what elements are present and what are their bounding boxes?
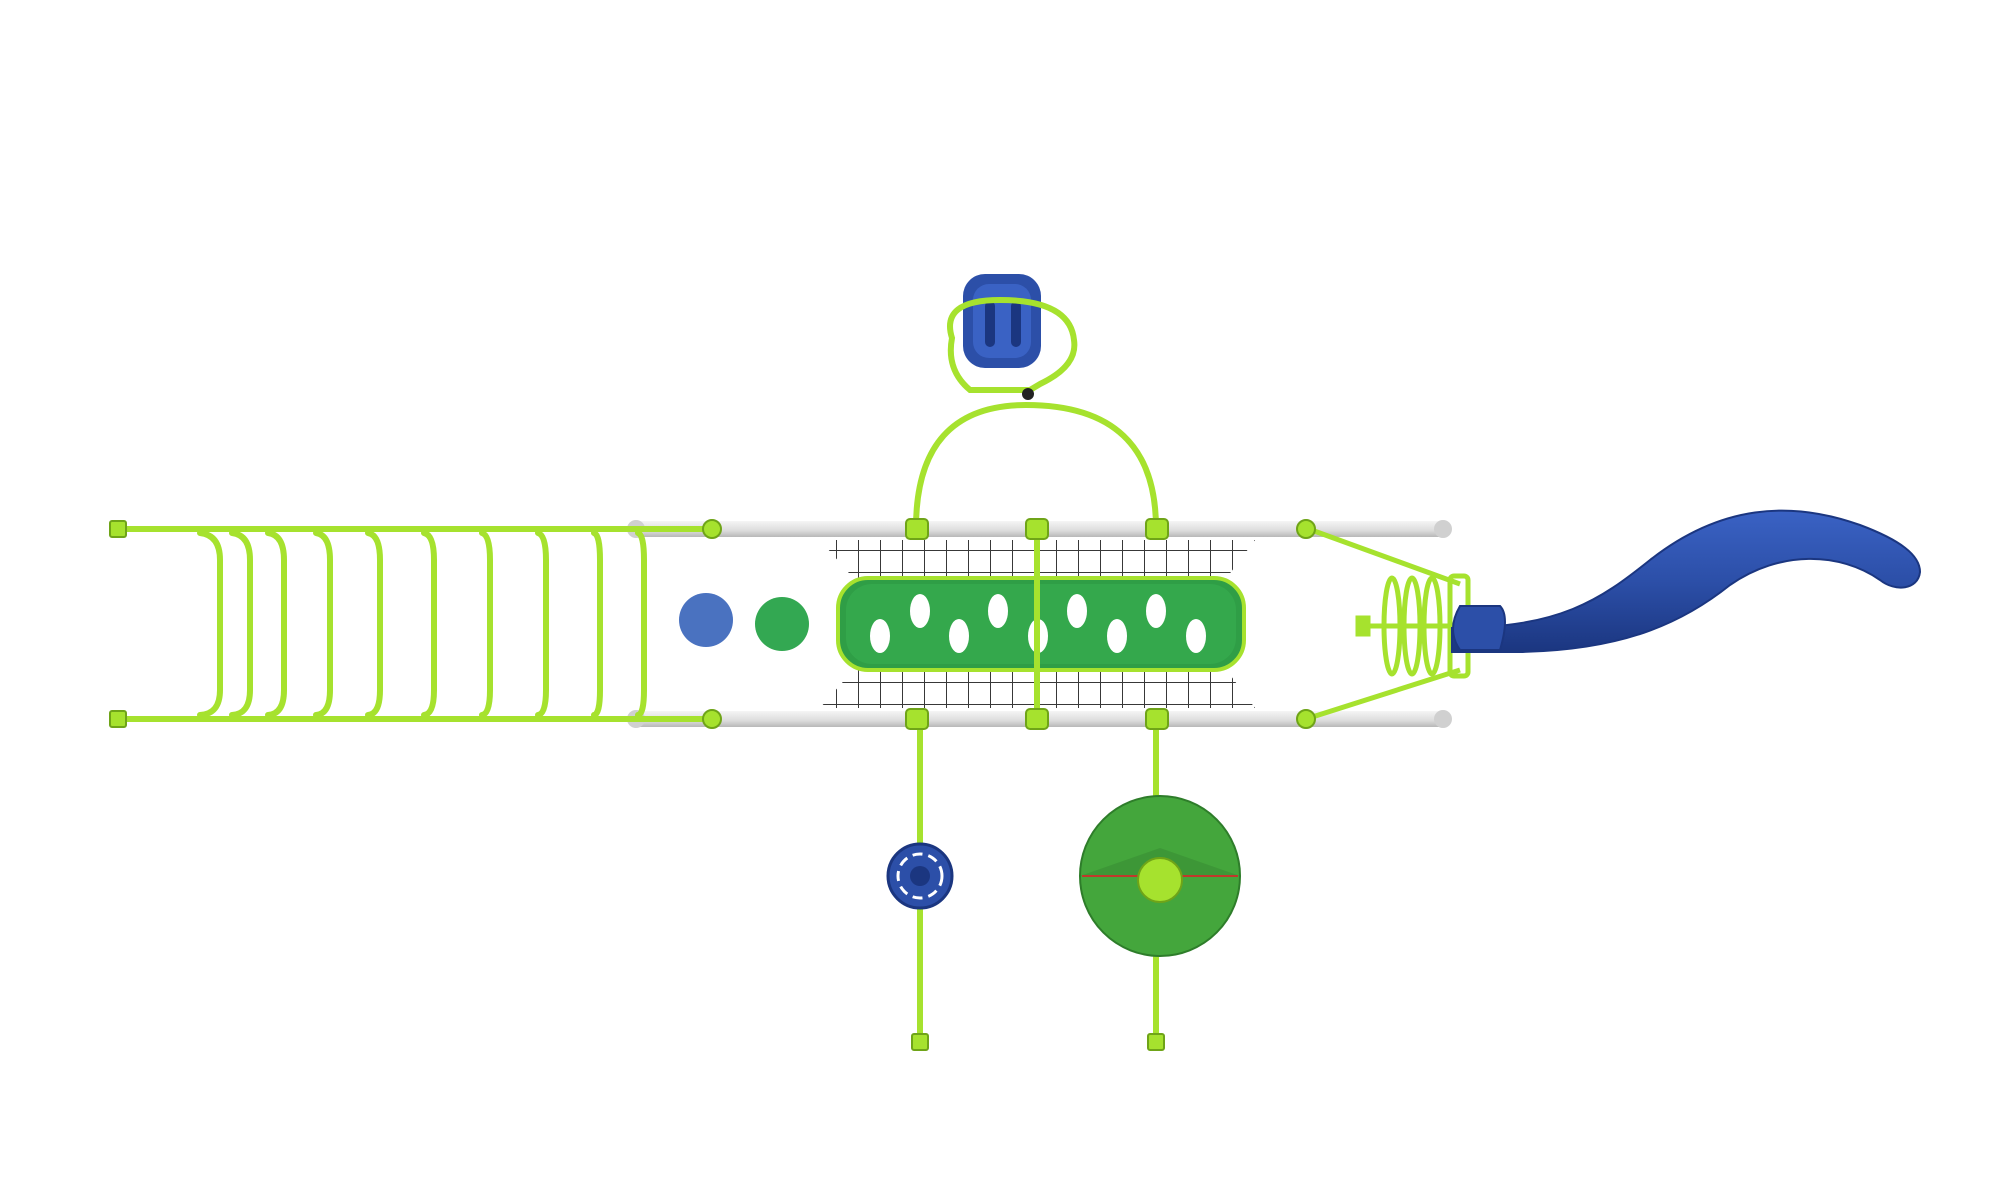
blue-disc	[679, 593, 733, 647]
spinner-disc	[1079, 795, 1241, 957]
green-disc	[755, 597, 809, 651]
arch-bar	[913, 401, 1159, 529]
ladder-bridge	[115, 526, 713, 722]
ladder-end-brackets	[109, 520, 127, 728]
wavy-slide	[1451, 509, 1922, 653]
tunnel-panel	[836, 576, 1246, 672]
connector-brackets	[702, 518, 1316, 1051]
steering-wheel	[886, 842, 954, 910]
bucket-seat-swing	[947, 274, 1078, 400]
spiral-climber	[1305, 525, 1471, 722]
